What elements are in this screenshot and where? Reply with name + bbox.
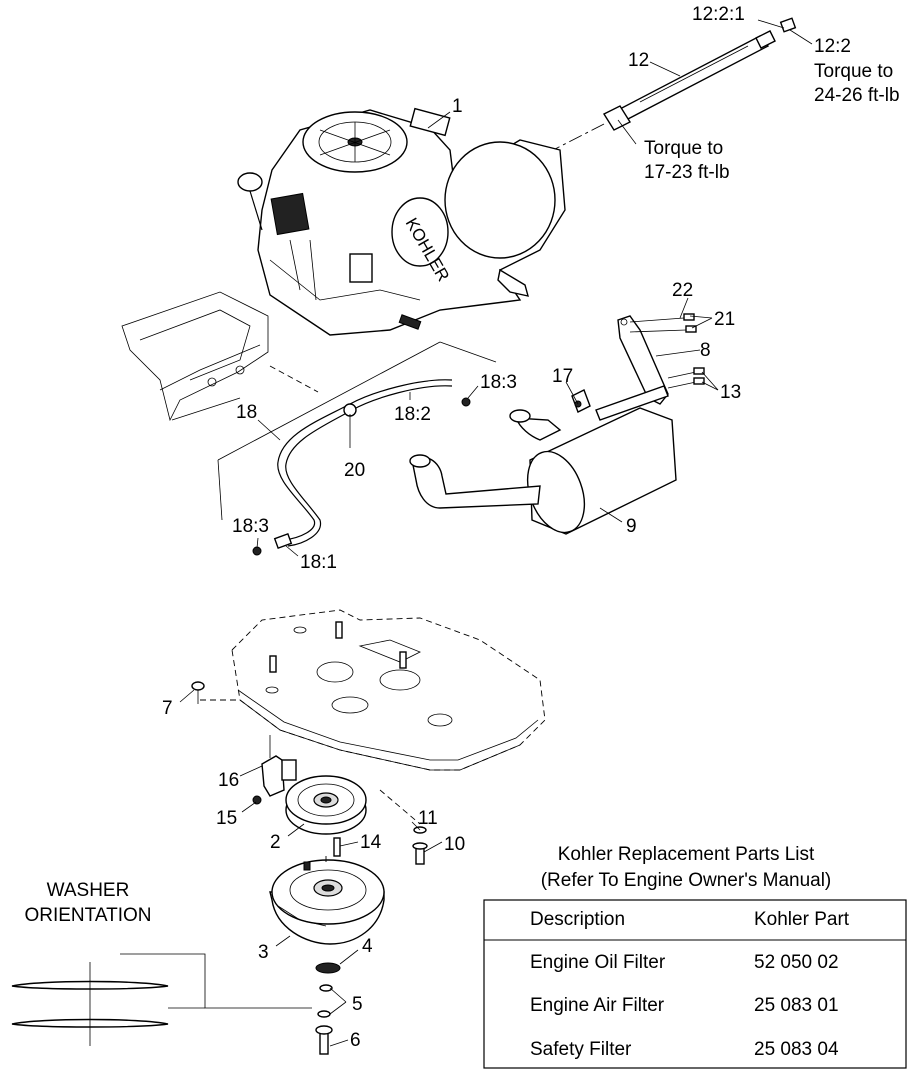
callout-18-3-lower: 18:3 <box>232 516 269 537</box>
callout-12-2-1: 12:2:1 <box>692 4 745 25</box>
callout-18-2: 18:2 <box>394 404 431 425</box>
callout-9: 9 <box>626 516 637 537</box>
parts-list-row-desc: Engine Oil Filter <box>530 952 666 973</box>
callout-12-torque-line1: Torque to <box>814 61 893 82</box>
callout-5: 5 <box>352 994 363 1015</box>
callout-4: 4 <box>362 936 373 957</box>
callout-22: 22 <box>672 280 693 301</box>
parts-list-row-part: 25 083 01 <box>754 995 839 1016</box>
callout-10: 10 <box>444 834 465 855</box>
callout-7: 7 <box>162 698 173 719</box>
callout-18-1: 18:1 <box>300 552 337 573</box>
parts-list-subtitle: (Refer To Engine Owner's Manual) <box>541 870 832 891</box>
callout-11: 11 <box>418 808 438 829</box>
parts-list-header-part: Kohler Part <box>754 909 850 930</box>
callout-12: 12 <box>628 50 649 71</box>
idler-bracket-part <box>252 735 297 805</box>
callout-13: 13 <box>720 382 741 403</box>
fuel-line-part <box>217 341 497 556</box>
leader-lines <box>179 19 813 1047</box>
callout-18-3-upper: 18:3 <box>480 372 517 393</box>
callout-torque-a: Torque to <box>644 138 723 159</box>
callout-labels: 12:2:1 12:2 Torque to 24-26 ft-lb 12 1 T… <box>162 4 900 1051</box>
muffler-part <box>409 313 705 535</box>
hardware-parts <box>191 681 428 866</box>
callout-2: 2 <box>270 832 281 853</box>
callout-8: 8 <box>700 340 711 361</box>
parts-list-table: Kohler Replacement Parts List (Refer To … <box>483 844 907 1069</box>
callout-6: 6 <box>350 1030 361 1051</box>
washer-title-line1: WASHER <box>47 880 130 901</box>
parts-list-row-part: 25 083 04 <box>754 1039 839 1060</box>
parts-list-row-desc: Safety Filter <box>530 1039 632 1060</box>
washer-orientation-detail <box>11 953 312 1046</box>
engine-part: KOHLER <box>237 107 566 336</box>
parts-list-header-description: Description <box>530 909 625 930</box>
callout-20: 20 <box>344 460 365 481</box>
callout-14: 14 <box>360 832 382 853</box>
parts-list-row-desc: Engine Air Filter <box>530 995 665 1016</box>
callout-12-torque-line2: 24-26 ft-lb <box>814 85 900 106</box>
clutch-part <box>269 859 385 1055</box>
callout-21: 21 <box>714 309 735 330</box>
callout-1: 1 <box>452 96 463 117</box>
deck-plate-part <box>231 609 546 771</box>
callout-3: 3 <box>258 942 269 963</box>
callout-16: 16 <box>218 770 239 791</box>
callout-18: 18 <box>236 402 257 423</box>
pulley-part <box>285 775 367 835</box>
callout-17: 17 <box>552 366 573 387</box>
callout-torque-b: 17-23 ft-lb <box>644 162 730 183</box>
washer-title-line2: ORIENTATION <box>24 905 151 926</box>
parts-list-title: Kohler Replacement Parts List <box>558 844 815 865</box>
callout-12-2: 12:2 <box>814 36 851 57</box>
engine-mount-bracket <box>121 291 269 422</box>
callout-15: 15 <box>216 808 237 829</box>
parts-list-row-part: 52 050 02 <box>754 952 839 973</box>
